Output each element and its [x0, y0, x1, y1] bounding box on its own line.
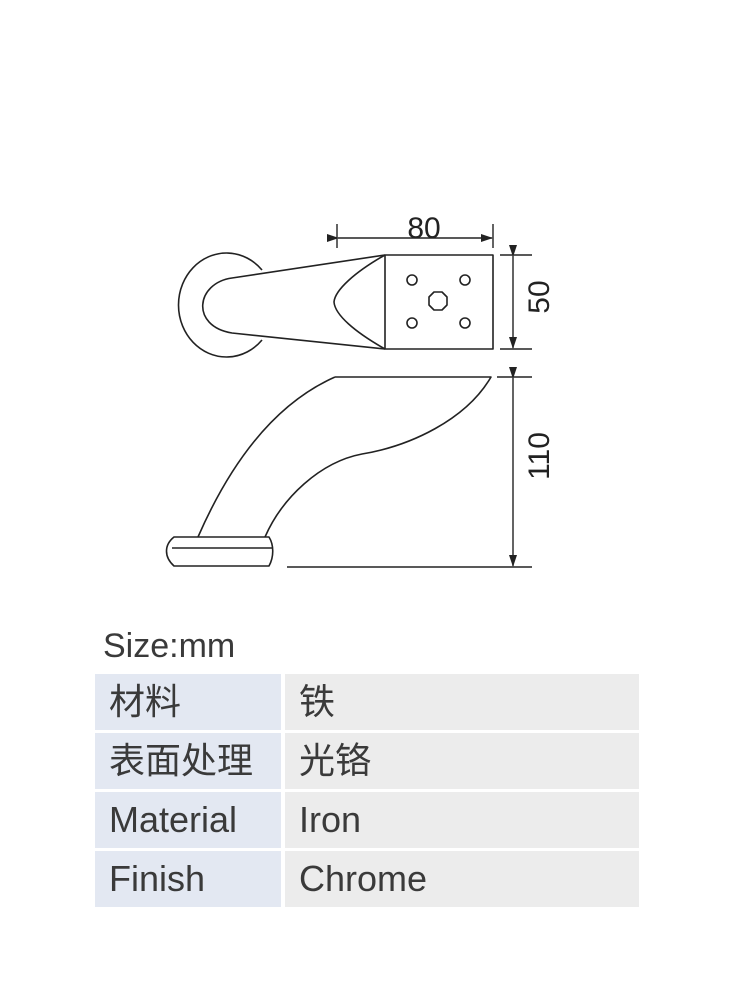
- size-unit-label: Size:mm: [103, 627, 236, 665]
- mounting-plate: [384, 254, 494, 350]
- table-row: 材料 铁: [95, 674, 639, 733]
- height-dimension-label: 110: [523, 432, 556, 480]
- table-row: 表面处理 光铬: [95, 733, 639, 792]
- screw-hole: [459, 274, 471, 286]
- center-bolt: [428, 291, 448, 311]
- spec-key-finish-cn: 表面处理: [95, 733, 285, 792]
- depth-dimension-label: 50: [523, 280, 556, 313]
- depth-dimension: [500, 245, 532, 350]
- technical-drawing: 80 50 110: [165, 212, 556, 568]
- leg-outline: [197, 376, 492, 538]
- spec-value-finish-cn: 光铬: [285, 733, 639, 792]
- foot-cap: [165, 536, 274, 567]
- screw-hole: [406, 317, 418, 329]
- height-dimension: [287, 367, 532, 568]
- top-view: [177, 252, 494, 358]
- spec-value-material: Iron: [285, 792, 639, 851]
- spec-key-material-cn: 材料: [95, 674, 285, 733]
- spec-value-material-cn: 铁: [285, 674, 639, 733]
- base-disc-outline: [177, 252, 263, 358]
- spec-key-material: Material: [95, 792, 285, 851]
- width-dimension-label: 80: [407, 212, 440, 245]
- table-row: Material Iron: [95, 792, 639, 851]
- arm-inner-edge: [333, 254, 386, 350]
- spec-value-finish: Chrome: [285, 851, 639, 907]
- screw-hole: [406, 274, 418, 286]
- table-row: Finish Chrome: [95, 851, 639, 907]
- spec-key-finish: Finish: [95, 851, 285, 907]
- side-view: [165, 376, 492, 567]
- spec-table: 材料 铁 表面处理 光铬 Material Iron Finish Chrome: [95, 674, 639, 907]
- width-dimension: [327, 224, 494, 248]
- arm-outline: [201, 254, 386, 350]
- screw-hole: [459, 317, 471, 329]
